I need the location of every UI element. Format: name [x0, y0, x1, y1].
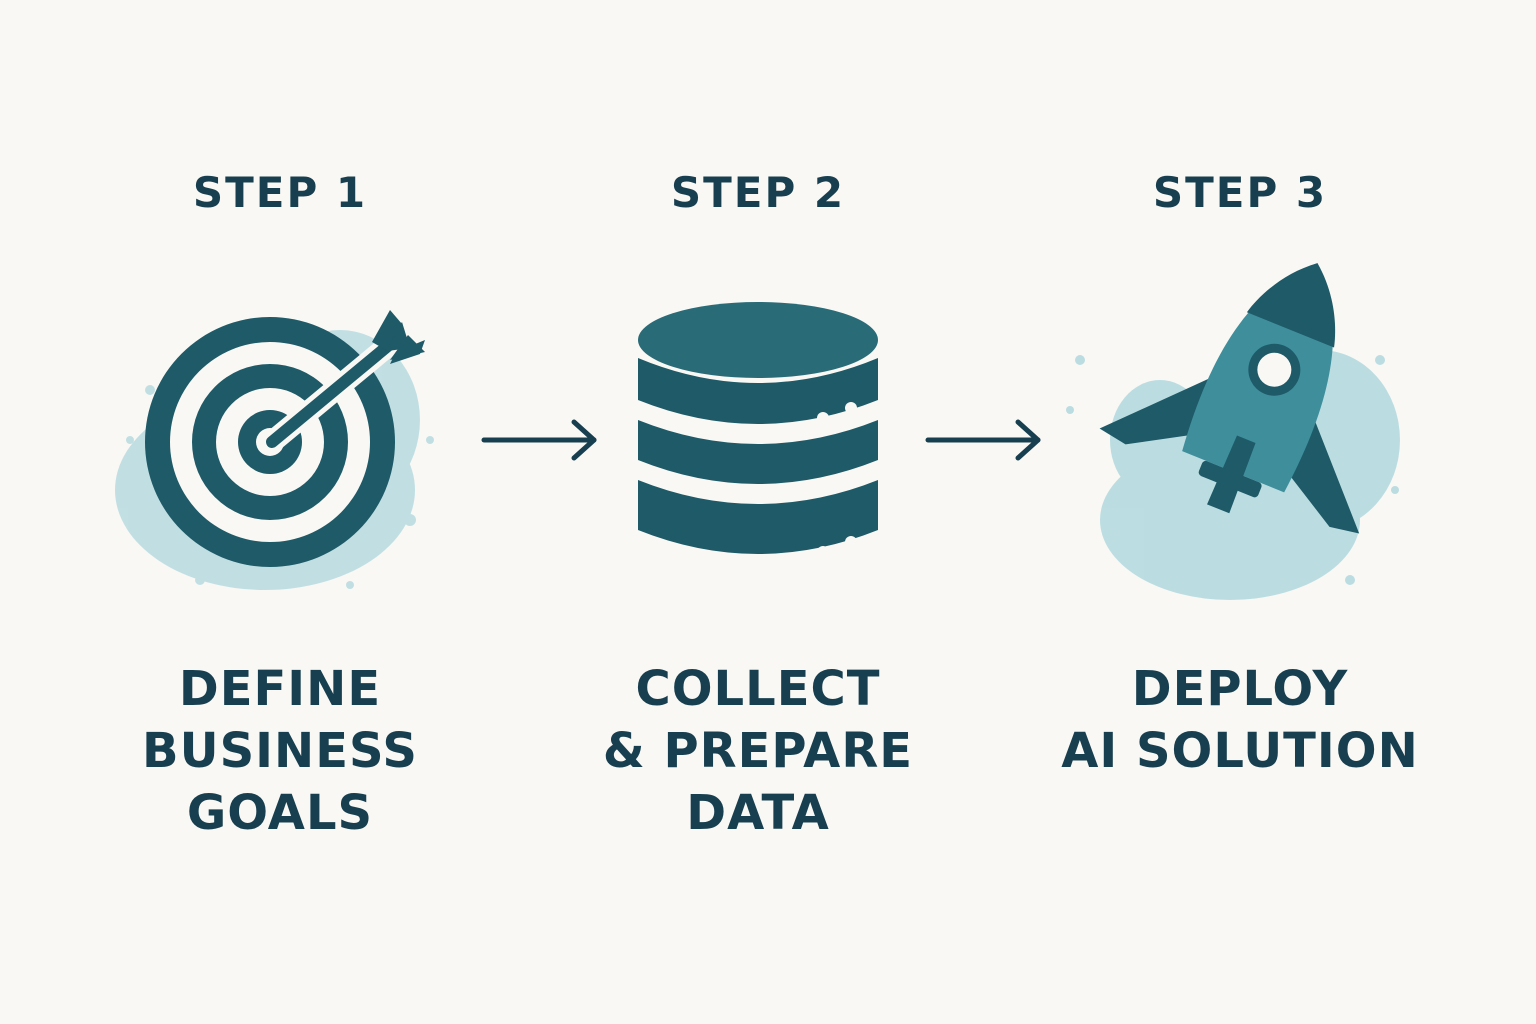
- target-arrow-icon: [90, 240, 470, 630]
- caption-line: COLLECT: [635, 661, 881, 717]
- caption-line: DEFINE: [178, 661, 382, 717]
- caption-line: BUSINESS: [142, 723, 418, 779]
- step-caption: DEPLOY AI SOLUTION: [1010, 658, 1470, 782]
- arrow-right-icon: [478, 410, 608, 470]
- database-icon: [568, 240, 948, 630]
- step-caption: DEFINE BUSINESS GOALS: [50, 658, 510, 844]
- caption-line: DATA: [686, 785, 830, 841]
- step-title: STEP 1: [192, 168, 368, 217]
- caption-line: AI SOLUTION: [1061, 723, 1419, 779]
- arrow-right-icon: [922, 410, 1052, 470]
- caption-line: DEPLOY: [1131, 661, 1349, 717]
- rocket-icon: [1050, 240, 1430, 630]
- caption-line: GOALS: [186, 785, 374, 841]
- step-3: STEP 3: [1050, 0, 1430, 1024]
- step-2: STEP 2 COLLECT & PREPARE DATA: [568, 0, 948, 1024]
- step-title: STEP 2: [670, 168, 846, 217]
- step-caption: COLLECT & PREPARE DATA: [528, 658, 988, 844]
- step-1: STEP 1: [90, 0, 470, 1024]
- step-title: STEP 3: [1152, 168, 1328, 217]
- caption-line: & PREPARE: [602, 723, 914, 779]
